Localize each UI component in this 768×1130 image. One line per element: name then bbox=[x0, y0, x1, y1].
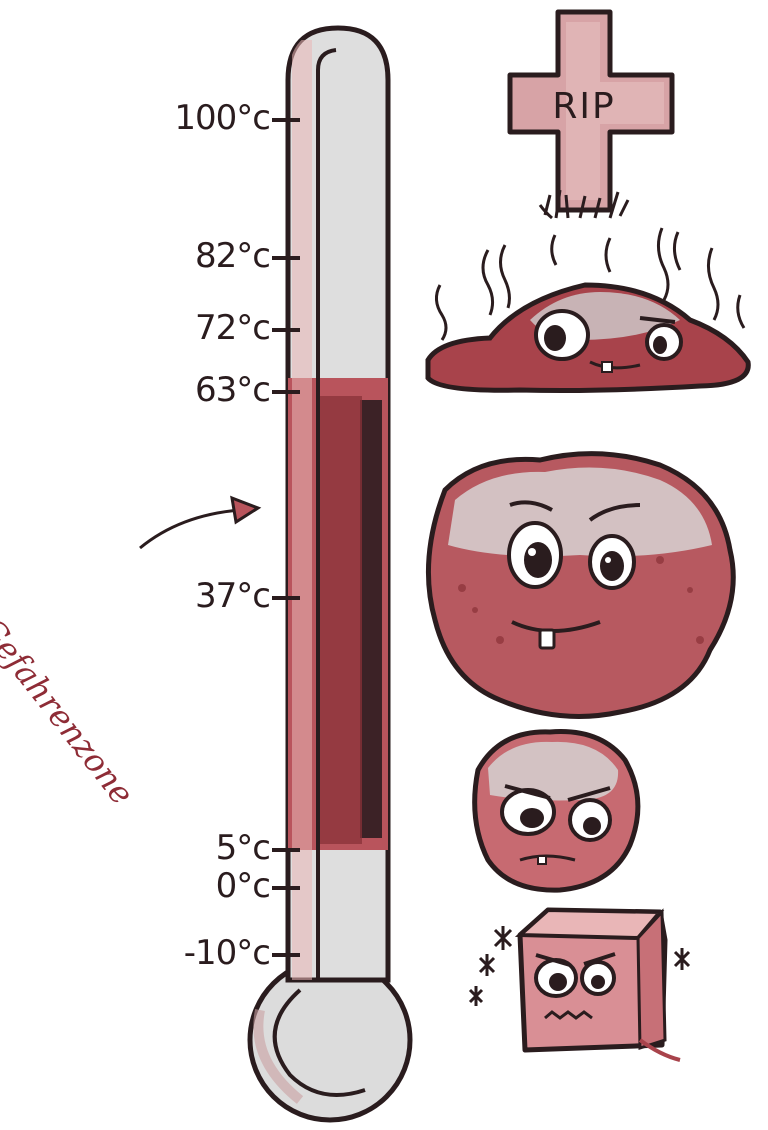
thermometer bbox=[250, 28, 410, 1120]
melting-blob bbox=[428, 228, 748, 391]
tick-label-1: 82°c bbox=[150, 236, 270, 276]
frozen-cube bbox=[470, 910, 689, 1060]
mercury-midtone bbox=[318, 396, 362, 844]
tick-label-4: 37°c bbox=[150, 576, 270, 616]
tube-pink-wash bbox=[292, 40, 312, 980]
danger-zone-arrow bbox=[140, 498, 258, 548]
tick-label-2: 72°c bbox=[150, 308, 270, 348]
tick-label-0: 100°c bbox=[150, 98, 270, 138]
tick-label-7: -10°c bbox=[150, 933, 270, 973]
gravestone-text: RIP bbox=[534, 86, 634, 127]
grumpy-germ bbox=[475, 732, 638, 891]
happy-germ bbox=[428, 454, 733, 717]
tick-label-3: 63°c bbox=[150, 370, 270, 410]
tick-label-6: 0°c bbox=[150, 866, 270, 906]
tick-label-5: 5°c bbox=[150, 828, 270, 868]
mercury-shadow bbox=[360, 400, 382, 838]
